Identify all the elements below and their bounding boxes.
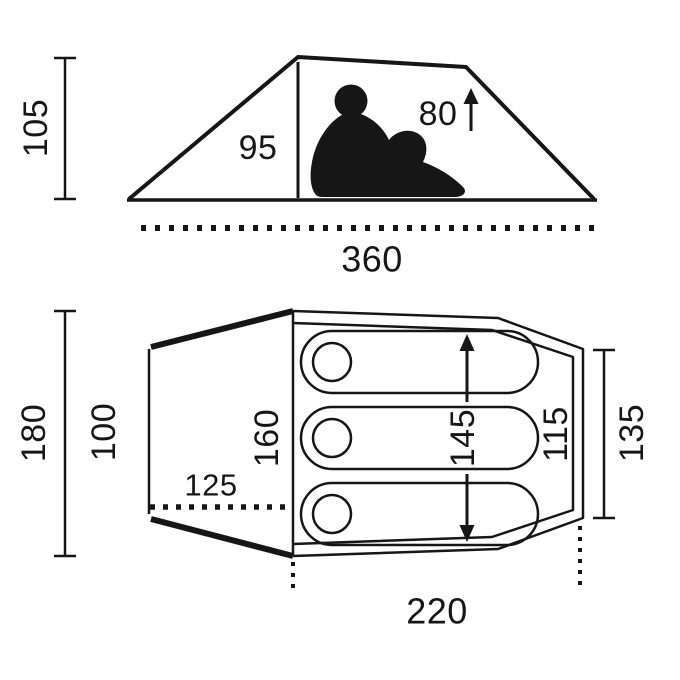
double-arrow-head-top	[459, 334, 475, 351]
inner-width-rear-label: 115	[537, 406, 575, 462]
floor-length-label: 360	[341, 239, 403, 280]
inner-length-label: 220	[406, 591, 468, 632]
vertical-double-arrow-icon: 145	[444, 334, 482, 542]
outer-fly-outline	[292, 309, 585, 558]
person-silhouette	[310, 84, 466, 197]
up-arrow-icon	[463, 88, 479, 131]
side-view: 105 95 80 360	[17, 55, 599, 280]
sleeping-pad-1-pillow	[311, 341, 353, 383]
person-head	[334, 84, 368, 118]
dimension-220: 220	[291, 526, 582, 632]
vestibule-pole-bottom	[150, 516, 294, 559]
sleeping-pad-3-pillow	[311, 493, 353, 535]
rear-edge-width-label: 100	[85, 403, 123, 461]
sleeping-pad-1	[299, 329, 540, 395]
tent-profile-outline	[127, 55, 596, 201]
sleeping-pad-2-mat	[299, 405, 540, 471]
dimension-line-180: 180	[15, 309, 76, 558]
outer-width-rear-label: 135	[613, 404, 651, 462]
up-arrow-head	[463, 88, 479, 104]
sleeping-area-width-label: 145	[444, 409, 482, 467]
outer-width-front-label: 180	[15, 404, 53, 462]
inner-width-front-label: 160	[248, 409, 286, 467]
vestibule-depth-label: 125	[184, 468, 237, 503]
floor-plan: 180 100 160 115	[15, 308, 651, 632]
inner-height-front-label: 95	[239, 129, 278, 167]
dimension-line-105: 105	[17, 56, 76, 201]
sleeping-pad-3	[299, 481, 540, 547]
sleeping-pad-2	[299, 405, 540, 471]
sleeping-pad-2-pillow	[311, 417, 353, 459]
dimension-line-135: 135	[593, 348, 651, 520]
vestibule-pole-top	[150, 308, 294, 350]
person-body	[310, 113, 466, 197]
sleeping-pad-3-mat	[299, 481, 540, 547]
inner-tent-outline	[292, 321, 575, 546]
outer-height-label: 105	[17, 99, 55, 157]
double-arrow-head-bottom	[459, 525, 475, 542]
inner-height-rear-label: 80	[419, 95, 458, 133]
sleeping-pad-1-mat	[299, 329, 540, 395]
